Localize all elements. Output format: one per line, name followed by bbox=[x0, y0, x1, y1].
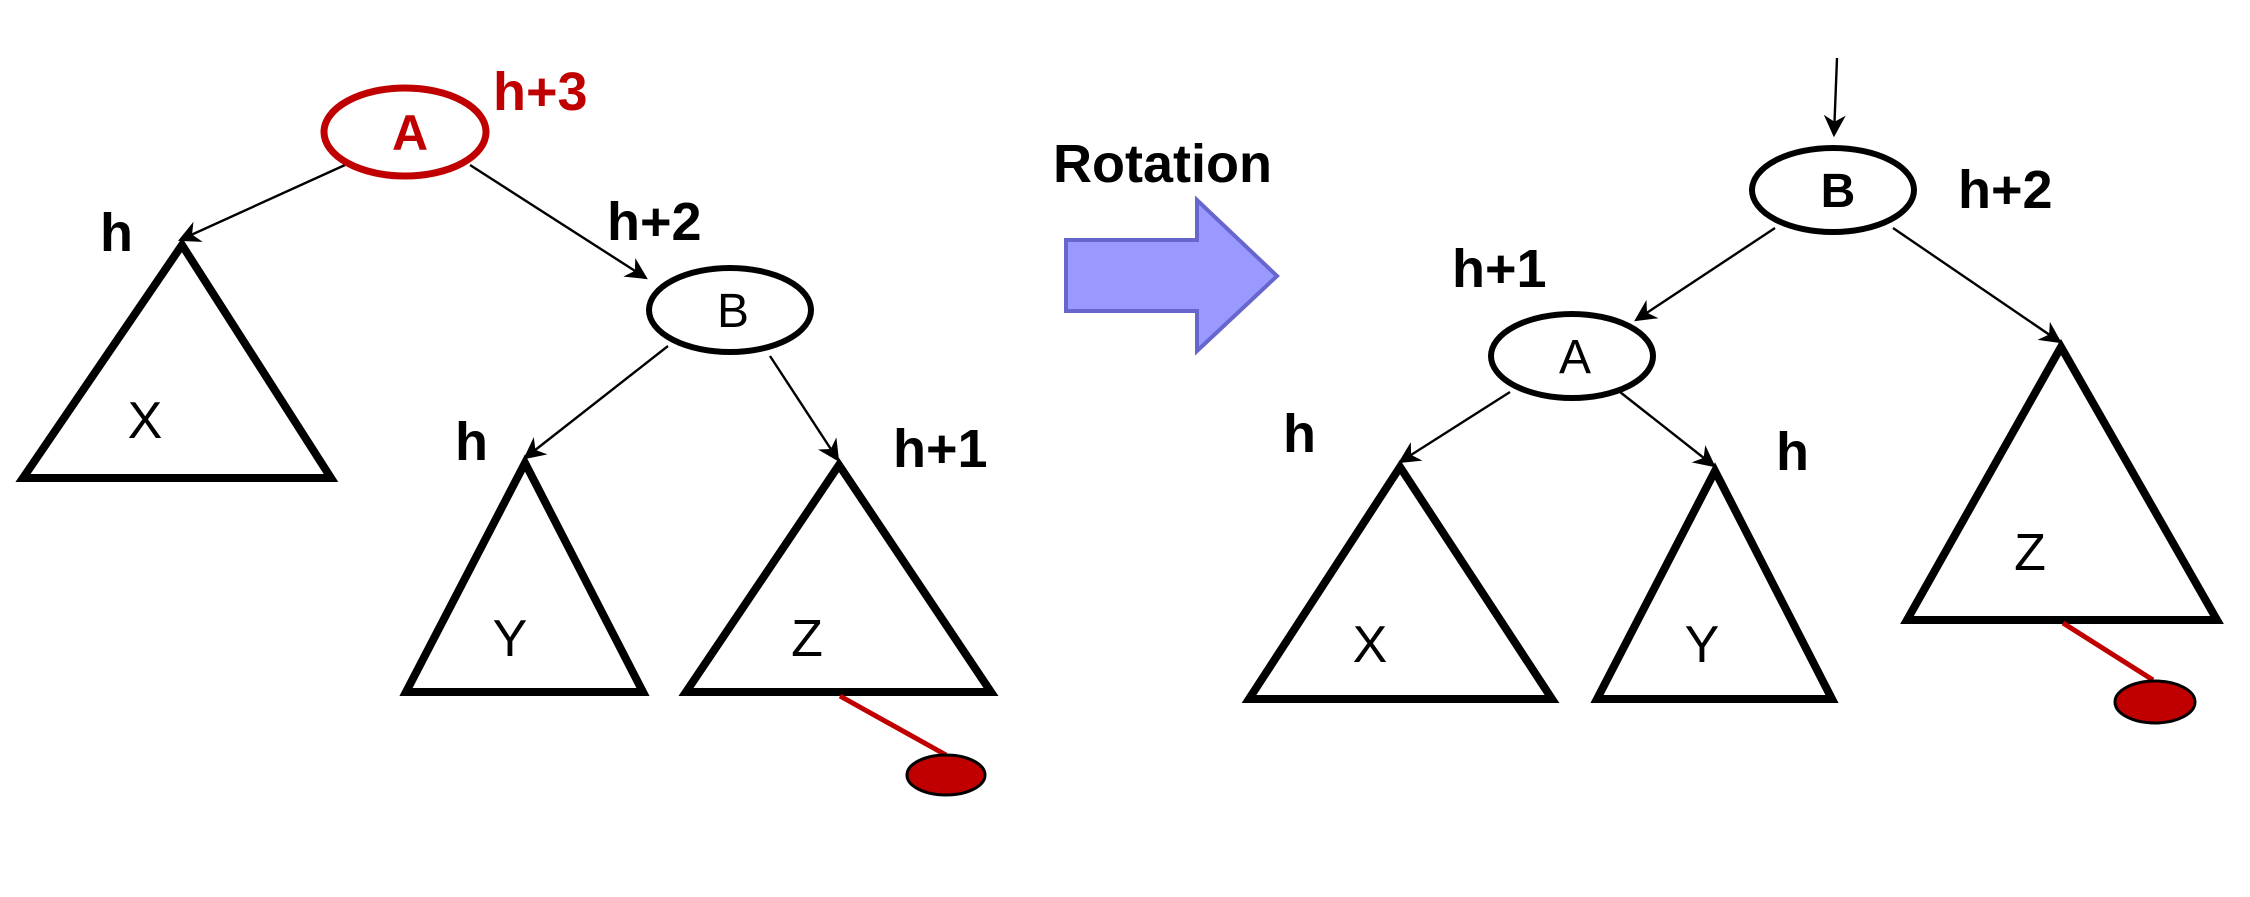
height-x-label: h bbox=[1283, 404, 1316, 464]
new-node-link bbox=[2061, 620, 2155, 683]
edge-a-to-b bbox=[469, 163, 648, 280]
subtree-x-label: X bbox=[1353, 616, 1388, 674]
height-a-label: h+1 bbox=[1452, 239, 1547, 299]
subtree-y-triangle bbox=[1590, 462, 1839, 703]
rotation-arrow-icon bbox=[1064, 195, 1280, 356]
node-b-label: B bbox=[1821, 165, 1856, 218]
subtree-z-triangle bbox=[678, 457, 999, 696]
height-y-label: h bbox=[455, 412, 488, 472]
height-x-label: h bbox=[100, 203, 133, 263]
edge-b-to-a bbox=[1634, 226, 1776, 322]
subtree-y-label: Y bbox=[1685, 616, 1720, 674]
height-b-label: h+2 bbox=[607, 192, 702, 252]
edge-a-to-x bbox=[1398, 390, 1511, 464]
node-b bbox=[646, 265, 814, 355]
subtree-z-label: Z bbox=[2014, 524, 2046, 582]
node-a bbox=[1488, 311, 1656, 401]
subtree-x-triangle bbox=[15, 237, 339, 482]
edge-b-to-z bbox=[1892, 227, 2062, 344]
new-node bbox=[905, 753, 987, 797]
rotation-arrow-group: Rotation bbox=[1053, 134, 1280, 356]
height-y-label: h bbox=[1776, 422, 1809, 482]
edge-b-to-y bbox=[523, 345, 669, 460]
node-b-label: B bbox=[717, 285, 749, 338]
new-node-link bbox=[838, 693, 948, 758]
edge-b-to-z bbox=[768, 355, 840, 462]
subtree-z-label: Z bbox=[791, 610, 823, 668]
rotation-label: Rotation bbox=[1053, 134, 1272, 194]
edge-a-to-x bbox=[177, 163, 346, 242]
height-z-label: h+1 bbox=[893, 419, 988, 479]
after-tree: X Y Z B A h+2 h+1 h h bbox=[1241, 57, 2224, 725]
node-a-unbalanced bbox=[320, 84, 490, 180]
height-b-label: h+2 bbox=[1958, 160, 2053, 220]
node-a-label: A bbox=[392, 105, 428, 161]
node-b bbox=[1749, 145, 1917, 235]
subtree-x-triangle bbox=[1241, 459, 1560, 703]
root-pointer bbox=[1823, 57, 1846, 138]
subtree-x-label: X bbox=[128, 392, 163, 450]
subtree-y-label: Y bbox=[493, 610, 528, 668]
new-node bbox=[2113, 679, 2197, 725]
height-a-label: h+3 bbox=[493, 62, 588, 122]
edge-a-to-y bbox=[1619, 391, 1716, 468]
subtree-z-triangle bbox=[1900, 338, 2224, 624]
node-a-label: A bbox=[1559, 331, 1591, 384]
subtree-y-triangle bbox=[399, 454, 650, 696]
before-tree: X Y Z A B h+3 h+2 h h h+1 bbox=[15, 62, 999, 797]
